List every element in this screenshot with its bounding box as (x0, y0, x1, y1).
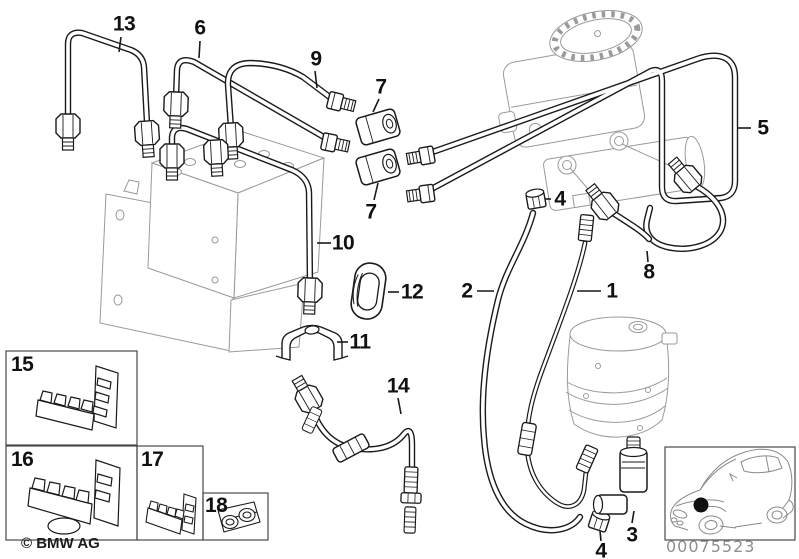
adapter-7-lower (354, 147, 402, 187)
elbow-fitting-3 (592, 436, 648, 515)
hose14-union (331, 432, 371, 464)
callout-3-leader (631, 510, 635, 524)
cap-4-upper (524, 187, 547, 211)
callout-7-upper-leader (372, 98, 380, 113)
diagram-number: 00075523 (666, 537, 756, 556)
abs-hydro-unit-drawing (99, 130, 326, 353)
callout-1[interactable]: 1 (606, 279, 618, 303)
flare-nut-pipe13-left (55, 113, 81, 151)
callout-2[interactable]: 2 (461, 279, 473, 303)
adapter-7-upper (354, 107, 402, 147)
callout-9-leader (314, 70, 318, 89)
callout-11[interactable]: 11 (349, 330, 371, 354)
callout-12[interactable]: 12 (400, 280, 424, 304)
callout-5[interactable]: 5 (757, 116, 769, 140)
pipe1-bottom-fitting (575, 443, 599, 475)
male-fitting-pipe6 (319, 131, 352, 156)
callout-7-upper[interactable]: 7 (375, 75, 387, 99)
pipe-9 (228, 63, 335, 128)
hose-2 (483, 213, 580, 530)
callout-8[interactable]: 8 (643, 260, 655, 284)
clip-17-drawing (145, 493, 197, 535)
callout-13-leader (118, 36, 122, 53)
pipe-13 (68, 33, 147, 126)
clip-box-18 (202, 492, 269, 541)
callout-18[interactable]: 18 (205, 494, 228, 517)
callout-14[interactable]: 14 (386, 374, 410, 398)
callout-10[interactable]: 10 (331, 231, 355, 255)
pipe1-top-fitting (577, 213, 595, 243)
hose14-threaded-end (400, 466, 422, 534)
callout-15[interactable]: 15 (11, 353, 34, 376)
elbow-union-lower (405, 183, 436, 206)
elbow-union-upper (405, 145, 437, 169)
callout-16[interactable]: 16 (11, 448, 34, 471)
callout-17[interactable]: 17 (141, 448, 164, 471)
callout-4-lower[interactable]: 4 (595, 539, 607, 559)
flare-nut-pipe13-right (133, 119, 162, 159)
callout-6[interactable]: 6 (194, 16, 206, 40)
callout-6-leader (198, 40, 201, 59)
callout-9[interactable]: 9 (310, 47, 322, 71)
callout-7-lower-leader (373, 182, 379, 201)
precharge-pump-drawing (565, 316, 678, 438)
callout-14-leader (397, 397, 402, 415)
callout-3[interactable]: 3 (626, 523, 638, 547)
grommet-12 (350, 262, 387, 320)
clip-16-drawing (27, 459, 121, 535)
male-fitting-pipe9 (325, 90, 358, 116)
clip-18-drawing (217, 501, 261, 533)
brake-fluid-reservoir-drawing (498, 10, 646, 148)
callout-7-lower[interactable]: 7 (365, 200, 377, 224)
callout-4-lower-leader (599, 530, 602, 542)
bracket-11 (275, 324, 349, 361)
car-location-box (664, 446, 796, 541)
pipe-6 (176, 60, 329, 140)
flare-nut-pipe6 (162, 90, 190, 130)
callout-8-leader (646, 250, 649, 263)
clip-15-drawing (35, 365, 119, 431)
location-dot (693, 497, 709, 513)
callout-13[interactable]: 13 (112, 12, 136, 36)
car-location-drawing (670, 448, 794, 535)
clip-box-15 (5, 350, 138, 446)
copyright: © BMW AG (21, 535, 100, 552)
pipe1-sleeve (516, 421, 538, 457)
reservoir-cap-drawing (549, 10, 643, 62)
callout-4-upper[interactable]: 4 (554, 187, 566, 211)
